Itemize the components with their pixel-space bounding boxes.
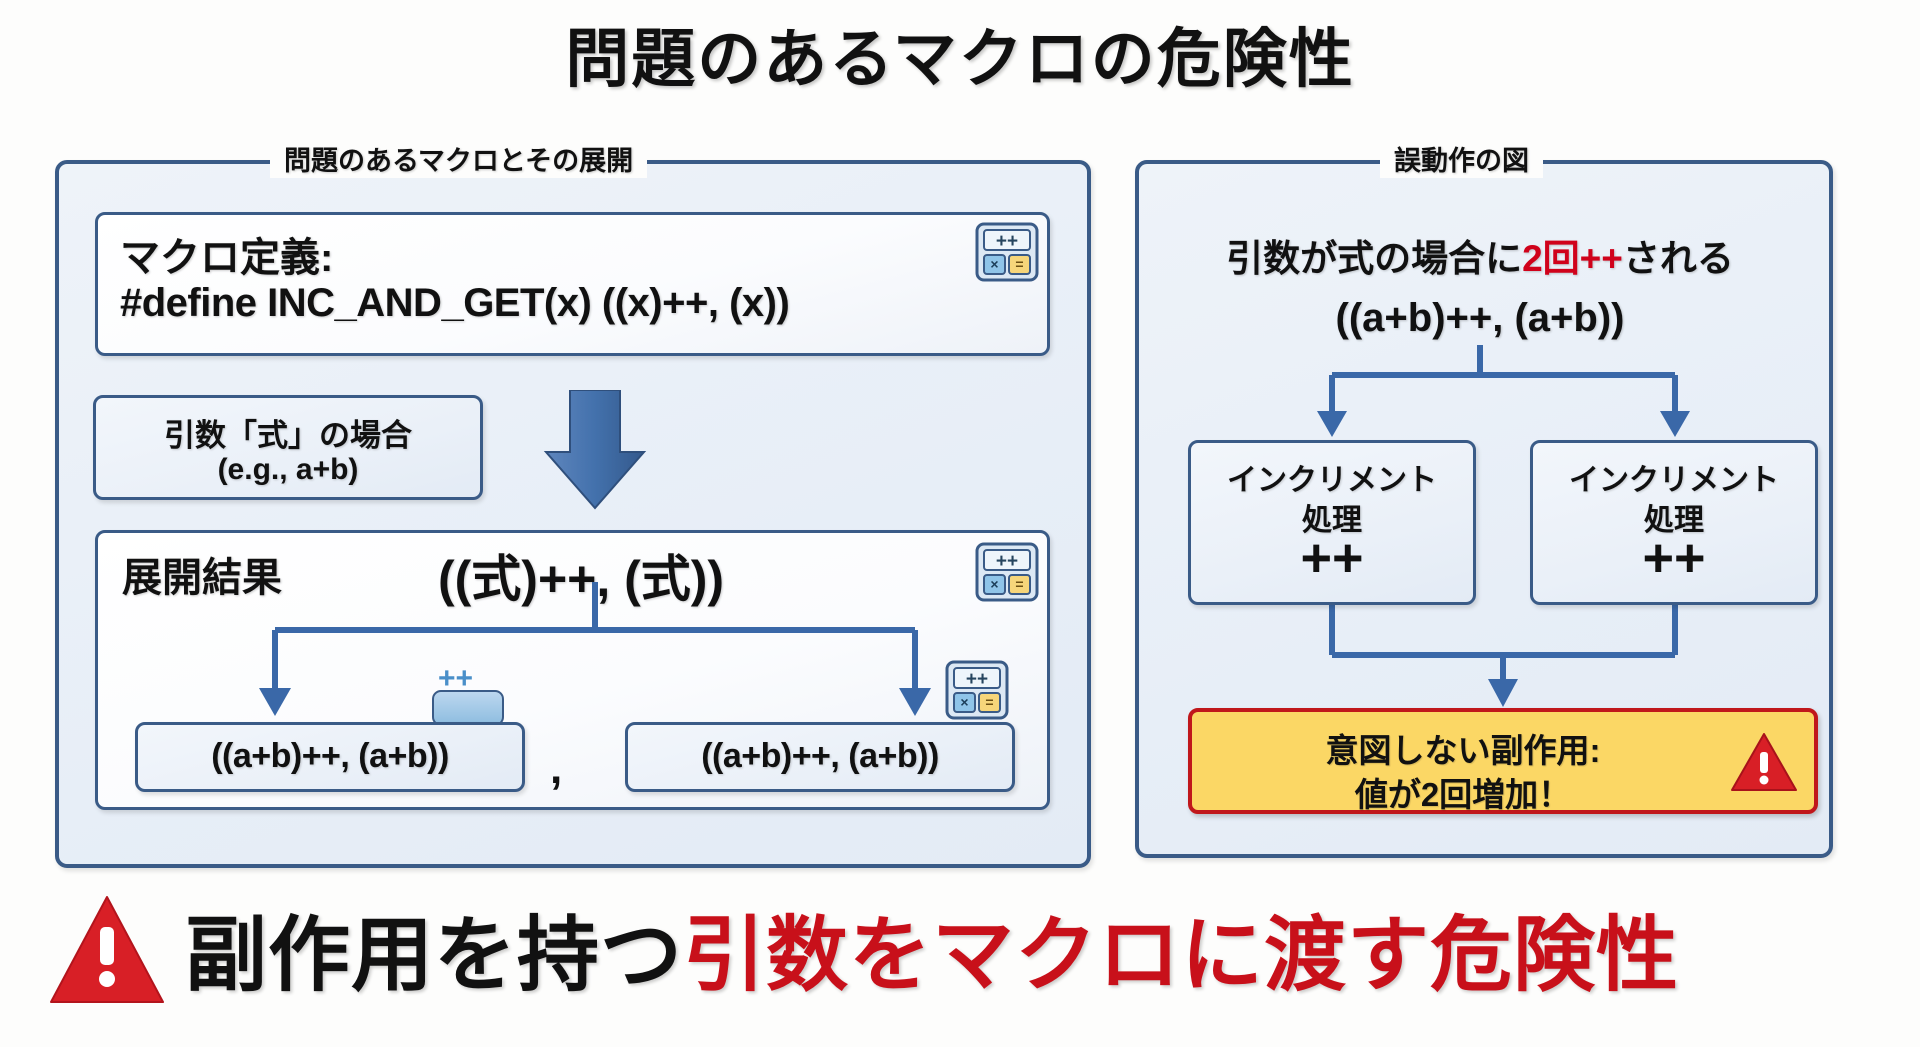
svg-text:×: ×: [990, 256, 998, 272]
svg-text:++: ++: [996, 551, 1018, 572]
banner-text-black: 副作用を持つ: [185, 910, 684, 1001]
plus-plus-badge-icon: ++: [438, 662, 474, 695]
calculator-icon: ++ × =: [975, 542, 1039, 602]
left-panel-legend: 問題のあるマクロとその展開: [270, 139, 648, 178]
svg-text:=: =: [985, 694, 993, 710]
result-separator: ,: [550, 744, 563, 793]
increment-box-2-symbol: ++: [1642, 528, 1706, 588]
svg-text:++: ++: [996, 231, 1018, 252]
headline-suffix: される: [1622, 238, 1734, 279]
right-panel-headline: 引数が式の場合に2回++される: [1135, 228, 1825, 282]
increment-box-1: インクリメント 処理 ++: [1188, 440, 1476, 605]
page-title: 問題のあるマクロの危険性: [565, 23, 1355, 95]
banner-text: 副作用を持つ引数をマクロに渡す危険性: [185, 888, 1679, 1007]
arrow-head-right: [1660, 411, 1690, 437]
calculator-icon: ++ × =: [945, 660, 1009, 720]
increment-box-1-line1: インクリメント: [1227, 464, 1437, 497]
expansion-result-label: 展開結果: [122, 556, 282, 600]
warning-triangle-icon: [1731, 733, 1797, 791]
headline-highlight: 2回++: [1522, 238, 1623, 279]
warning-triangle-icon: [50, 896, 164, 1003]
svg-text:×: ×: [960, 694, 968, 710]
arrow-head-left: [1317, 411, 1347, 437]
rounded-pill-icon: [432, 690, 504, 726]
warning-box: 意図しない副作用: 値が2回増加！: [1188, 708, 1818, 814]
right-panel-expression: ((a+b)++, (a+b)): [1335, 296, 1625, 340]
headline-prefix: 引数が式の場合に: [1226, 238, 1523, 279]
argument-case-line2: (e.g., a+b): [217, 453, 359, 486]
calculator-icon: ++ × =: [975, 222, 1039, 282]
increment-box-1-symbol: ++: [1300, 528, 1364, 588]
banner-text-red: 引数をマクロに渡す危険性: [683, 910, 1680, 1001]
warning-line1: 意図しない副作用:: [1325, 732, 1601, 769]
result-code-2: ((a+b)++, (a+b)): [701, 737, 939, 775]
right-flow-connectors: [1317, 345, 1690, 707]
arrow-head-left: [259, 688, 291, 716]
svg-text:=: =: [1015, 256, 1023, 272]
svg-text:×: ×: [990, 576, 998, 592]
result-box-2: ((a+b)++, (a+b)): [625, 722, 1015, 792]
argument-case-box: 引数「式」の場合 (e.g., a+b): [93, 395, 483, 500]
arrow-head-down: [1488, 679, 1518, 707]
result-box-1: ((a+b)++, (a+b)): [135, 722, 525, 792]
down-arrow-icon: [543, 390, 647, 510]
macro-definition-box: マクロ定義: #define INC_AND_GET(x) ((x)++, (x…: [95, 212, 1050, 356]
bottom-banner: 副作用を持つ引数をマクロに渡す危険性: [0, 880, 1920, 1030]
expansion-result-code: ((式)++, (式)): [438, 551, 725, 607]
increment-box-2-line2: 処理: [1644, 504, 1704, 537]
branch-connector: [259, 582, 931, 716]
svg-text:++: ++: [966, 669, 988, 690]
svg-text:=: =: [1015, 576, 1023, 592]
increment-box-1-line2: 処理: [1302, 504, 1362, 537]
increment-box-2: インクリメント 処理 ++: [1530, 440, 1818, 605]
expansion-result-box: 展開結果 ((式)++, (式)): [95, 530, 1050, 810]
arrow-head-right: [899, 688, 931, 716]
right-panel-legend: 誤動作の図: [1380, 139, 1543, 178]
result-code-1: ((a+b)++, (a+b)): [211, 737, 449, 775]
macro-definition-label: マクロ定義:: [120, 236, 334, 280]
argument-case-line1: 引数「式」の場合: [164, 418, 412, 453]
warning-line2: 値が2回増加！: [1354, 776, 1572, 813]
macro-definition-code: #define INC_AND_GET(x) ((x)++, (x)): [120, 281, 790, 325]
increment-box-2-line1: インクリメント: [1569, 464, 1779, 497]
